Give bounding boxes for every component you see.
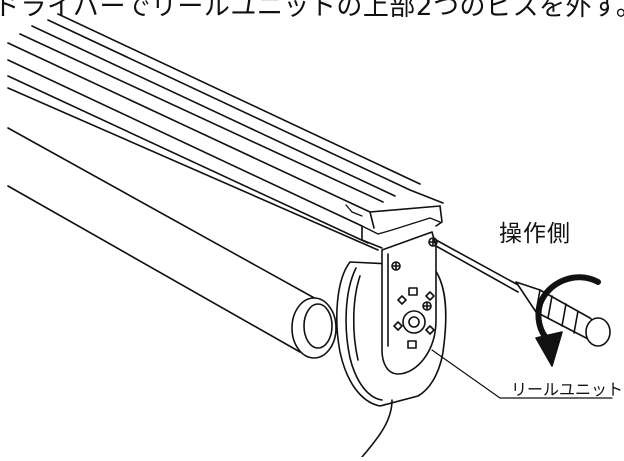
head-rail [7, 13, 444, 251]
pull-cord [361, 399, 393, 458]
operation-side-label: 操作側 [499, 221, 571, 247]
reel-unit-leader [431, 349, 613, 399]
fabric-roll [7, 127, 337, 359]
screwdriver-icon [435, 239, 611, 347]
instruction-text: ドライバーでリールユニットの上部2つのビスを外す。 [0, 0, 624, 22]
mounting-plate [381, 231, 438, 375]
screw-icon [391, 261, 401, 271]
instruction-caption: ドライバーでリールユニットの上部2つのビスを外す。 [0, 0, 624, 38]
rotation-arrow-icon [535, 274, 601, 367]
reel-unit-label: リールユニット [511, 380, 624, 399]
